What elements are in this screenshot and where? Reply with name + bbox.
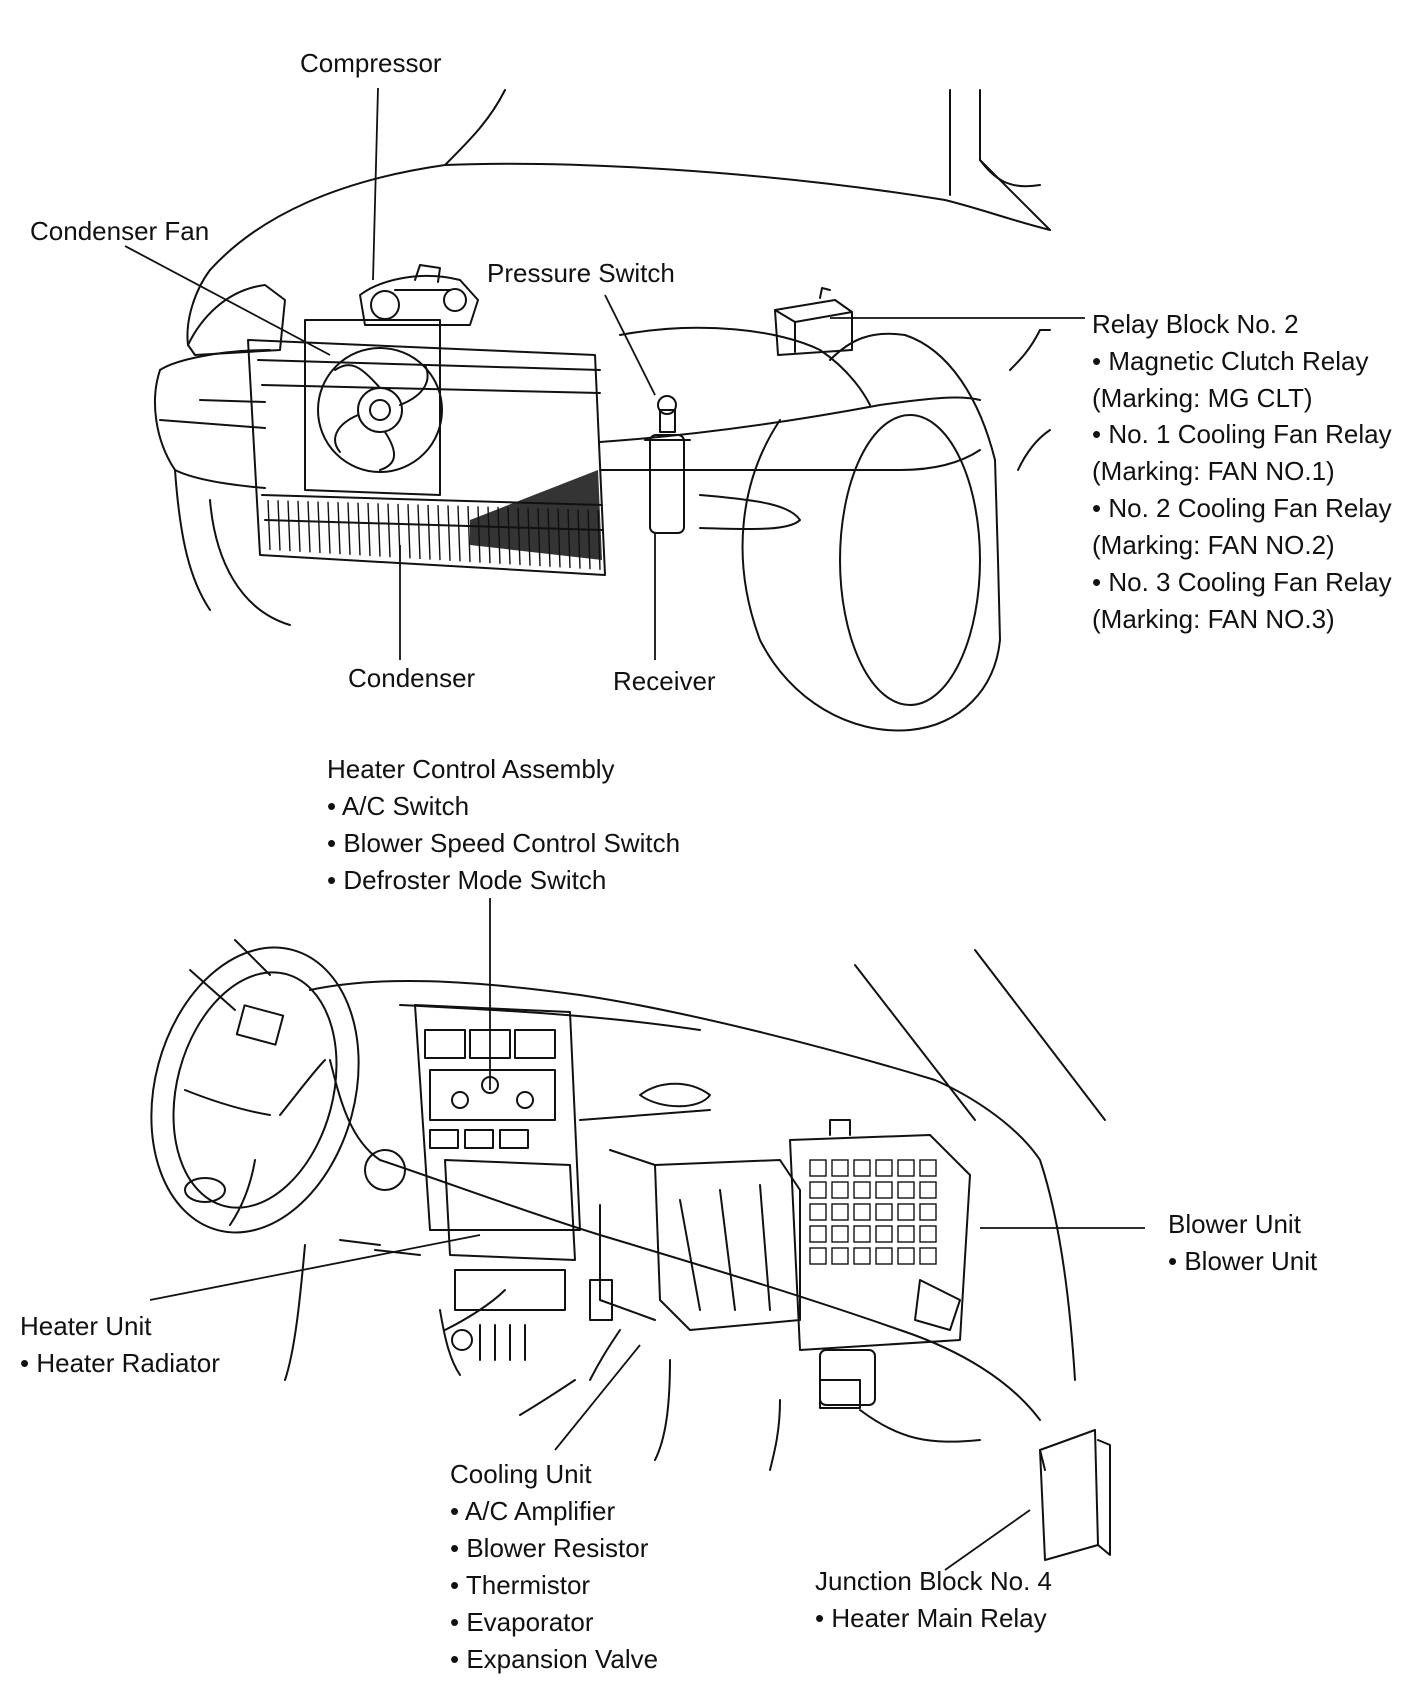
- blower-grid-cell: [875, 1203, 893, 1221]
- condenser-core: [247, 339, 606, 576]
- blower-grid-cell: [831, 1247, 849, 1265]
- label-cooling-unit-item-4: • Expansion Valve: [450, 1644, 658, 1674]
- blower-grid-cell: [897, 1181, 915, 1199]
- condenser-fin-line: [437, 505, 441, 561]
- junction-block-illustration: [1039, 1429, 1111, 1561]
- blower-grid-cell: [875, 1159, 893, 1177]
- blower-grid-cell: [897, 1225, 915, 1243]
- dash-vents-illustration: [339, 1082, 711, 1256]
- label-cooling-unit-item-2: • Thermistor: [450, 1570, 590, 1600]
- condenser-fin-line: [307, 501, 311, 553]
- blower-grid-cell: [853, 1225, 871, 1243]
- label-cooling-unit-item-1: • Blower Resistor: [450, 1533, 649, 1563]
- leader-lines: [124, 87, 1145, 1571]
- label-junction-block-item-0: • Heater Main Relay: [815, 1603, 1047, 1633]
- blower-grid-cell: [919, 1247, 937, 1265]
- blower-grid-cell: [809, 1203, 827, 1221]
- condenser-fin-line: [297, 500, 301, 552]
- condenser-fin-line: [287, 500, 291, 552]
- blower-grid-cell: [919, 1159, 937, 1177]
- blower-grid-cell: [809, 1181, 827, 1199]
- label-relay-block-item-5: (Marking: FAN NO.2): [1092, 530, 1335, 560]
- condenser-fin-line: [377, 503, 381, 557]
- blower-grid-cell: [853, 1203, 871, 1221]
- blower-grid-cell: [809, 1247, 827, 1265]
- label-heater-control-item-0: • A/C Switch: [327, 791, 469, 821]
- label-heater-unit-item-0: • Heater Radiator: [20, 1348, 220, 1378]
- labels: Compressor Condenser Fan Pressure Switch…: [20, 48, 1392, 1674]
- blower-grid-cell: [853, 1247, 871, 1265]
- blower-grid-cell: [831, 1159, 849, 1177]
- receiver-illustration: [644, 395, 691, 534]
- condenser-fin-line: [337, 502, 341, 555]
- vehicle-front-illustration: [154, 89, 1051, 732]
- dashboard-illustration: [189, 939, 1106, 1471]
- condenser-fin-line: [327, 501, 331, 554]
- condenser-fin-line: [267, 499, 271, 551]
- condenser-fin-line: [467, 505, 471, 563]
- blower-grid-cell: [897, 1203, 915, 1221]
- blower-grid-cell: [853, 1181, 871, 1199]
- blower-grid-cell: [831, 1203, 849, 1221]
- blower-grid-cell: [831, 1181, 849, 1199]
- blower-grid-cell: [897, 1247, 915, 1265]
- condenser-fan-assembly: [304, 319, 443, 496]
- label-heater-unit-title: Heater Unit: [20, 1311, 152, 1341]
- relay-block-illustration: [774, 287, 853, 356]
- label-receiver: Receiver: [613, 666, 716, 696]
- steering-wheel-illustration: [150, 946, 360, 1234]
- condenser-fin-line: [447, 505, 451, 561]
- center-stack-illustration: [414, 1004, 581, 1376]
- condenser-fin-line: [317, 501, 321, 554]
- blower-grid-cell: [875, 1181, 893, 1199]
- label-relay-block-item-0: • Magnetic Clutch Relay: [1092, 346, 1368, 376]
- blower-grid-cell: [831, 1225, 849, 1243]
- compressor-illustration: [359, 264, 479, 326]
- label-blower-unit-item-0: • Blower Unit: [1168, 1246, 1318, 1276]
- label-condenser-fan: Condenser Fan: [30, 216, 209, 246]
- label-relay-block-item-1: (Marking: MG CLT): [1092, 383, 1313, 413]
- condenser-fin-line: [427, 504, 431, 560]
- blower-grid-cell: [809, 1225, 827, 1243]
- label-relay-block-item-3: (Marking: FAN NO.1): [1092, 456, 1335, 486]
- blower-grid-cell: [919, 1203, 937, 1221]
- blower-grid-cell: [875, 1225, 893, 1243]
- label-cooling-unit-item-0: • A/C Amplifier: [450, 1496, 615, 1526]
- label-compressor: Compressor: [300, 48, 442, 78]
- blower-grid-cell: [875, 1247, 893, 1265]
- label-relay-block-item-7: (Marking: FAN NO.3): [1092, 604, 1335, 634]
- condenser-fin-line: [347, 502, 351, 555]
- label-blower-unit-title: Blower Unit: [1168, 1209, 1302, 1239]
- condenser-fin-line: [357, 502, 361, 556]
- label-relay-block-title: Relay Block No. 2: [1092, 309, 1299, 339]
- blower-grid-cell: [809, 1159, 827, 1177]
- label-relay-block-item-6: • No. 3 Cooling Fan Relay: [1092, 567, 1392, 597]
- label-pressure-switch: Pressure Switch: [487, 258, 675, 288]
- blower-cooling-unit-illustration: [589, 1119, 971, 1409]
- label-heater-control-item-2: • Defroster Mode Switch: [327, 865, 606, 895]
- blower-grid-cell: [919, 1181, 937, 1199]
- label-cooling-unit-title: Cooling Unit: [450, 1459, 592, 1489]
- label-cooling-unit-item-3: • Evaporator: [450, 1607, 594, 1637]
- blower-grid-cell: [919, 1225, 937, 1243]
- label-relay-block-item-4: • No. 2 Cooling Fan Relay: [1092, 493, 1392, 523]
- condenser-fin-line: [277, 500, 281, 551]
- label-heater-control-title: Heater Control Assembly: [327, 754, 615, 784]
- condenser-fin-line: [417, 504, 421, 560]
- condenser-fin-line: [367, 502, 371, 557]
- label-junction-block-title: Junction Block No. 4: [815, 1566, 1052, 1596]
- condenser-fin-line: [387, 503, 391, 558]
- label-relay-block-item-2: • No. 1 Cooling Fan Relay: [1092, 419, 1392, 449]
- blower-grid-cell: [897, 1159, 915, 1177]
- label-heater-control-item-1: • Blower Speed Control Switch: [327, 828, 680, 858]
- condenser-fin-line: [457, 505, 461, 562]
- blower-grid-cell: [853, 1159, 871, 1177]
- condenser-fin-line: [407, 504, 411, 559]
- label-condenser: Condenser: [348, 663, 476, 693]
